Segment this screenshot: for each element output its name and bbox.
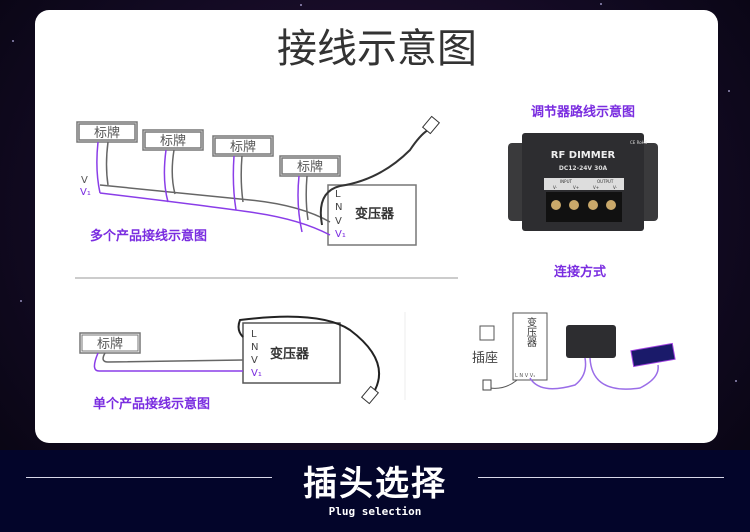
terminal-label: V	[251, 355, 258, 366]
sign-box	[142, 129, 204, 151]
v-wire	[99, 141, 331, 223]
terminal-label: N	[335, 202, 342, 213]
cert-label: CE RoHS	[630, 140, 648, 145]
wire-label: V₁	[80, 187, 91, 198]
sign-label: 标牌	[97, 336, 123, 352]
transformer-box	[512, 312, 548, 381]
power-cord	[319, 129, 429, 226]
port-label: V+	[593, 185, 599, 190]
dimmer-spec: DC12-24V 30A	[559, 165, 608, 172]
terminal-label: V₁	[251, 368, 262, 379]
footer-band	[0, 450, 750, 532]
sign-box	[212, 135, 274, 157]
terminal-label: L	[251, 329, 257, 340]
port-label: V-	[553, 185, 558, 190]
terminal-label: N	[251, 342, 258, 353]
multi-caption: 多个产品接线示意图	[90, 228, 207, 244]
terminal-label: V	[335, 216, 342, 227]
neon-sign-icon	[630, 342, 676, 368]
port-label: V+	[573, 185, 579, 190]
plug-icon	[360, 385, 380, 405]
port-label: V-	[613, 185, 618, 190]
sign-label: 标牌	[230, 139, 256, 155]
plug-icon	[421, 115, 441, 135]
single-product-diagram: 标牌 L N V V₁ 变压器 单个产品接线示意图	[79, 315, 380, 412]
connection-diagram: 插座 变压器 L N V V₁	[472, 312, 676, 391]
socket-label: 插座	[472, 351, 498, 366]
sign-box	[79, 332, 141, 354]
input-label: INPUT	[560, 179, 573, 184]
v1-wire	[96, 141, 331, 236]
wiring-diagrams: 接线示意图 标牌 标牌 标牌 标牌 V V₁ L N V V₁ 变压器 多个产品…	[75, 26, 676, 412]
rf-dimmer-device: RF DIMMER DC12-24V 30A CE RoHS INPUT OUT…	[508, 133, 658, 231]
sign-box	[279, 155, 341, 177]
transformer-label: 变压器	[270, 346, 310, 362]
terminal-label: L N V V₁	[515, 373, 535, 379]
sign-label: 标牌	[297, 159, 323, 175]
output-label: OUTPUT	[597, 179, 614, 184]
plug-icon	[482, 379, 492, 391]
wire-label: V	[81, 175, 88, 186]
socket-icon	[479, 325, 495, 341]
terminal-label: V₁	[335, 229, 346, 240]
multi-product-diagram: 标牌 标牌 标牌 标牌 V V₁ L N V V₁ 变压器 多个产品接线示意图	[76, 115, 441, 246]
terminal-label: L	[335, 189, 341, 200]
dimmer-title: 调节器路线示意图	[531, 104, 635, 120]
transformer-label: 变压器	[525, 316, 537, 348]
sign-box	[76, 121, 138, 143]
dimmer-name: RF DIMMER	[551, 150, 616, 161]
dimmer-icon	[566, 325, 616, 358]
divider	[26, 477, 272, 478]
connection-title: 连接方式	[554, 264, 606, 280]
sign-label: 标牌	[94, 125, 120, 141]
footer-subtitle: Plug selection	[328, 505, 422, 518]
single-caption: 单个产品接线示意图	[93, 396, 210, 412]
sign-label: 标牌	[160, 133, 186, 149]
transformer-box	[242, 322, 341, 384]
divider	[478, 477, 724, 478]
diagram-panel: 接线示意图 标牌 标牌 标牌 标牌 V V₁ L N V V₁ 变压器 多个产品…	[35, 10, 718, 443]
transformer-label: 变压器	[355, 206, 395, 222]
main-title: 接线示意图	[277, 26, 477, 72]
transformer-box	[327, 184, 417, 246]
power-cord	[237, 315, 380, 391]
footer-title: 插头选择	[303, 464, 447, 504]
